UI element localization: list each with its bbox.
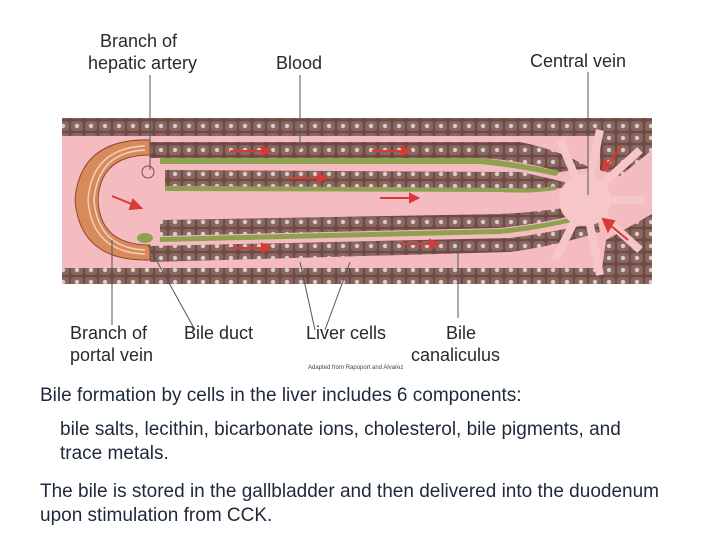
label-central-vein: Central vein xyxy=(530,51,626,71)
label-liver-cells: Liver cells xyxy=(306,323,386,343)
label-bile-canaliculus-line1: Bile xyxy=(446,323,476,343)
bile-canaliculi xyxy=(160,158,580,242)
caption-components: bile salts, lecithin, bicarbonate ions, … xyxy=(60,419,621,464)
caption-storage: The bile is stored in the gallbladder an… xyxy=(40,481,659,526)
flow-arrows xyxy=(111,145,629,254)
label-blood: Blood xyxy=(276,53,322,73)
label-hepatic-artery-line2: hepatic artery xyxy=(88,53,197,73)
label-portal-vein-line2: portal vein xyxy=(70,345,153,365)
label-portal-vein-line1: Branch of xyxy=(70,323,148,343)
label-bile-canaliculus-line2: canaliculus xyxy=(411,345,500,365)
leader-lines xyxy=(111,72,589,331)
caption-heading: Bile formation by cells in the liver inc… xyxy=(40,385,522,406)
liver-cell-plates xyxy=(62,118,652,284)
portal-triad xyxy=(74,139,155,261)
label-hepatic-artery-line1: Branch of xyxy=(100,31,178,51)
label-bile-duct: Bile duct xyxy=(184,323,253,343)
liver-lobule-diagram: Branch of hepatic artery Blood Central v… xyxy=(62,31,652,371)
image-credit: Adapted from Rapoport and Alvarez xyxy=(308,365,403,371)
